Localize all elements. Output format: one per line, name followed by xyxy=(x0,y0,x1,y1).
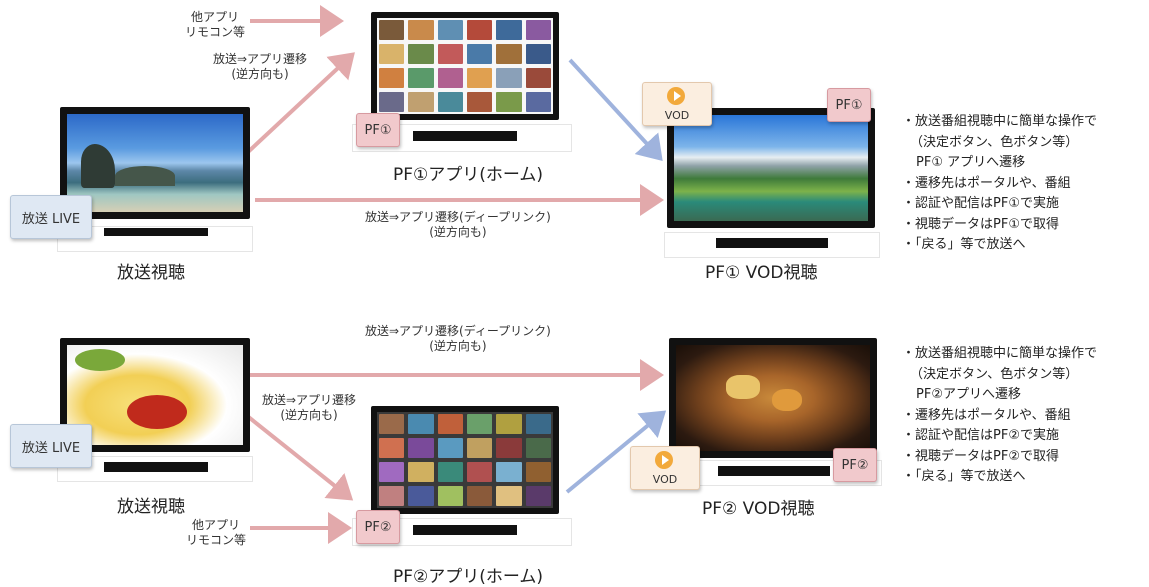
play-icon xyxy=(667,87,685,105)
thumbnail xyxy=(408,462,434,482)
mountain-scene xyxy=(674,115,868,221)
thumbnail xyxy=(437,486,463,506)
broadcast-caption-bottom: 放送視聴 xyxy=(117,497,185,517)
thumbnail xyxy=(379,20,405,40)
thumbnail xyxy=(408,414,434,434)
thumbnail xyxy=(379,438,405,458)
thumbnail xyxy=(408,44,434,64)
thumbnail xyxy=(496,414,522,434)
thumbnail xyxy=(379,68,405,88)
thumbnail xyxy=(408,92,434,112)
pf1-home-caption: PF①アプリ(ホーム) xyxy=(393,165,544,185)
other-app-label-bottom: 他アプリ リモコン等 xyxy=(186,518,247,547)
thumbnail xyxy=(525,44,551,64)
thumbnail xyxy=(467,438,493,458)
thumbnail xyxy=(496,486,522,506)
thumbnail xyxy=(437,68,463,88)
pf1-deeplink-label: 放送⇒アプリ遷移(ディープリンク) (逆方向も) xyxy=(365,210,551,239)
thumbnail xyxy=(437,20,463,40)
arrow-broadcast-to-pf1-home xyxy=(246,52,355,154)
thumbnail xyxy=(525,462,551,482)
thumbnail xyxy=(496,68,522,88)
omelette-scene xyxy=(67,345,243,445)
pf1-badge-vod: PF① xyxy=(827,88,871,122)
thumbnail xyxy=(379,44,405,64)
pf1-transition-label: 放送⇒アプリ遷移 (逆方向も) xyxy=(213,52,308,81)
thumbnail xyxy=(496,44,522,64)
thumbnail xyxy=(379,414,405,434)
thumbnail xyxy=(437,92,463,112)
play-icon xyxy=(655,451,673,469)
thumbnail xyxy=(496,20,522,40)
thumbnail xyxy=(467,414,493,434)
thumbnail xyxy=(379,92,405,112)
pf2-description: ・放送番組視聴中に簡単な操作で （決定ボタン、色ボタン等） PF②アプリへ遷移 … xyxy=(902,346,1098,484)
pf2-home-caption: PF②アプリ(ホーム) xyxy=(393,567,544,587)
thumbnail xyxy=(496,462,522,482)
thumbnail xyxy=(496,92,522,112)
pf1-vod-badge: VOD xyxy=(642,82,712,126)
thumbnail xyxy=(379,462,405,482)
pf2-transition-label: 放送⇒アプリ遷移 (逆方向も) xyxy=(262,393,357,422)
pf1-description: ・放送番組視聴中に簡単な操作で （決定ボタン、色ボタン等） PF① アプリへ遷移… xyxy=(902,114,1098,252)
thumbnail xyxy=(467,486,493,506)
pf2-deeplink-label: 放送⇒アプリ遷移(ディープリンク) (逆方向も) xyxy=(365,324,551,353)
thumbnail xyxy=(467,20,493,40)
thumbnail xyxy=(437,462,463,482)
pf2-vod-badge: VOD xyxy=(630,446,700,490)
pf1-thumbnail-grid xyxy=(379,20,551,112)
thumbnail xyxy=(408,68,434,88)
thumbnail xyxy=(525,414,551,434)
thumbnail xyxy=(379,486,405,506)
arrow-pf2-home-to-vod xyxy=(565,410,667,494)
thumbnail xyxy=(408,20,434,40)
thumbnail xyxy=(525,92,551,112)
thumbnail xyxy=(467,92,493,112)
live-badge: 放送 LIVE xyxy=(10,195,92,239)
thumbnail xyxy=(437,44,463,64)
thumbnail xyxy=(408,438,434,458)
pf2-badge-home: PF② xyxy=(356,510,400,544)
other-app-label-top: 他アプリ リモコン等 xyxy=(185,10,246,39)
thumbnail xyxy=(437,414,463,434)
thumbnail xyxy=(496,438,522,458)
scene-image xyxy=(67,114,243,212)
arrow-broadcast-to-pf2-home xyxy=(244,413,354,501)
thumbnail xyxy=(408,486,434,506)
broadcast-caption-top: 放送視聴 xyxy=(117,263,185,283)
pf2-vod-caption: PF② VOD視聴 xyxy=(702,499,815,519)
thumbnail xyxy=(467,462,493,482)
stew-scene xyxy=(676,345,870,451)
thumbnail xyxy=(525,20,551,40)
live-badge: 放送 LIVE xyxy=(10,424,92,468)
pf1-badge-home: PF① xyxy=(356,113,400,147)
thumbnail xyxy=(525,68,551,88)
pf2-thumbnail-grid xyxy=(379,414,551,506)
thumbnail xyxy=(525,438,551,458)
tv-screen xyxy=(60,107,250,219)
pf2-badge-vod: PF② xyxy=(833,448,877,482)
thumbnail xyxy=(467,44,493,64)
pf1-vod-caption: PF① VOD視聴 xyxy=(705,263,818,283)
thumbnail xyxy=(467,68,493,88)
thumbnail xyxy=(437,438,463,458)
arrow-pf1-home-to-vod xyxy=(568,58,663,161)
thumbnail xyxy=(525,486,551,506)
